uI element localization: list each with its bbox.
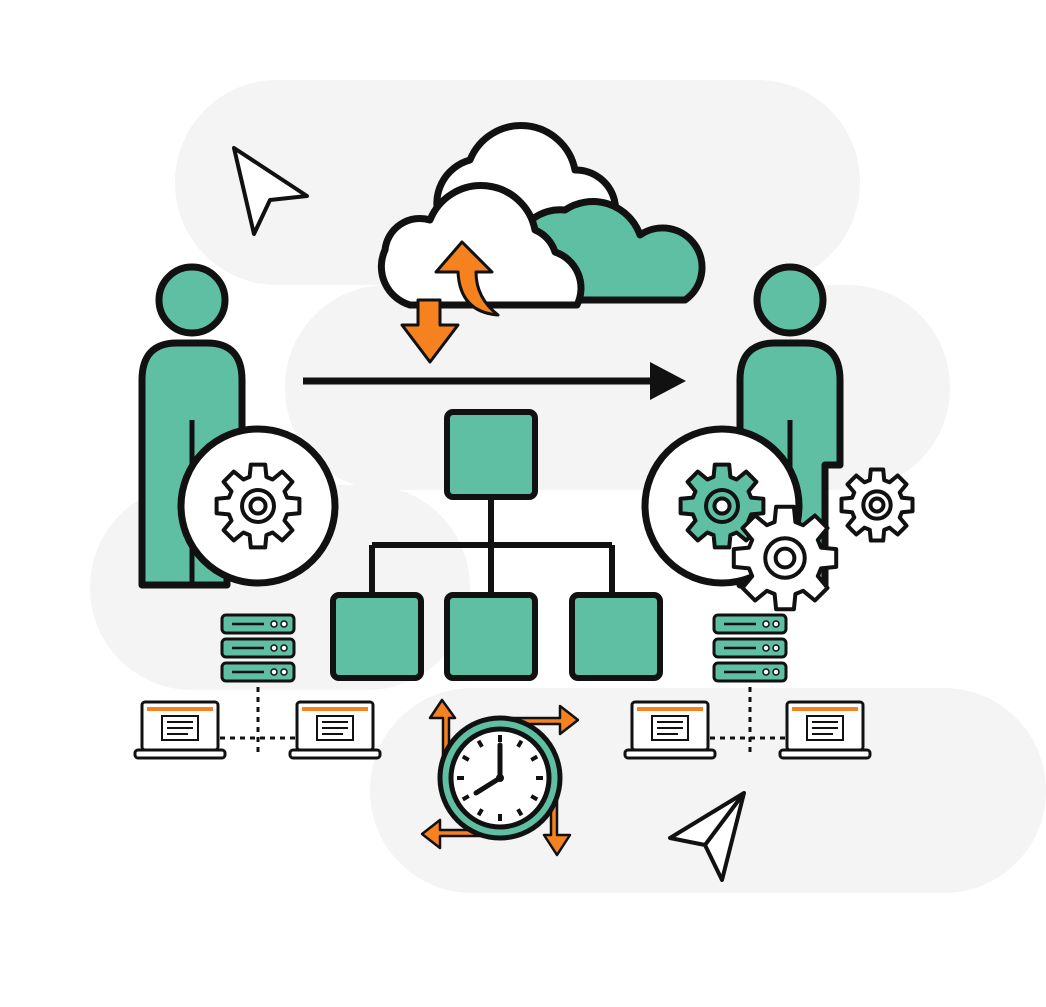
server-icon [220, 613, 296, 683]
paper-plane-icon [668, 791, 746, 882]
laptop-icon [778, 700, 872, 760]
server-icon [712, 613, 788, 683]
person-left [138, 263, 339, 589]
transfer-arrow [303, 362, 686, 400]
gear-icon [839, 467, 915, 543]
clock-icon [420, 698, 580, 857]
org-chart [330, 409, 663, 681]
org-node-left [330, 592, 424, 681]
cloud-icon [377, 122, 706, 309]
person-head [155, 263, 229, 337]
org-node-right [569, 592, 663, 681]
laptop-icon [288, 700, 382, 760]
laptop-icon [623, 700, 717, 760]
clock-ticks [457, 735, 543, 821]
gear-icon [731, 504, 839, 612]
laptop-icon [133, 700, 227, 760]
org-node-top [444, 409, 538, 500]
person-head [753, 263, 827, 337]
network-left [133, 613, 382, 760]
sync-arrows-icon [400, 240, 500, 364]
network-right [623, 613, 872, 760]
blob-middle [285, 285, 950, 490]
network-link [220, 687, 295, 755]
paper-plane-icon [232, 146, 309, 236]
network-link [710, 687, 785, 755]
org-node-center [444, 592, 538, 681]
